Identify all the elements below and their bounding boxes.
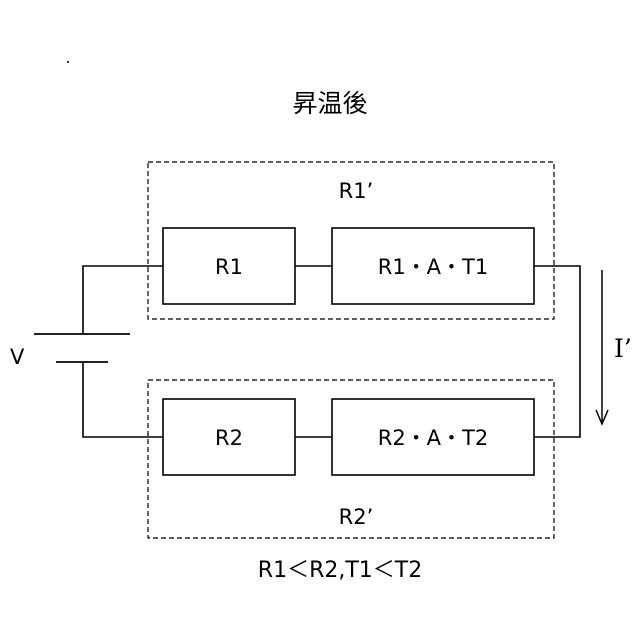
- wire-top-left: [83, 266, 163, 334]
- source-voltage-label: V: [10, 345, 25, 369]
- group-label-r2-prime: R2’: [339, 505, 374, 529]
- wire-right-return: [534, 266, 580, 437]
- speck: [67, 61, 69, 63]
- diagram-title: 昇温後: [292, 89, 367, 118]
- battery-symbol: [34, 334, 130, 362]
- resistor-r1-label: R1: [215, 255, 243, 279]
- resistor-r2-label: R2: [215, 426, 243, 450]
- group-label-r1-prime: R1’: [339, 179, 374, 203]
- resistor-r1-a-t1-label: R1・A・T1: [378, 255, 489, 279]
- wire-bottom-left: [83, 362, 163, 437]
- resistor-r2-a-t2-label: R2・A・T2: [378, 426, 489, 450]
- current-label: I’: [614, 334, 632, 363]
- current-arrow: [596, 270, 608, 424]
- condition-text: R1＜R2,T1＜T2: [258, 558, 422, 583]
